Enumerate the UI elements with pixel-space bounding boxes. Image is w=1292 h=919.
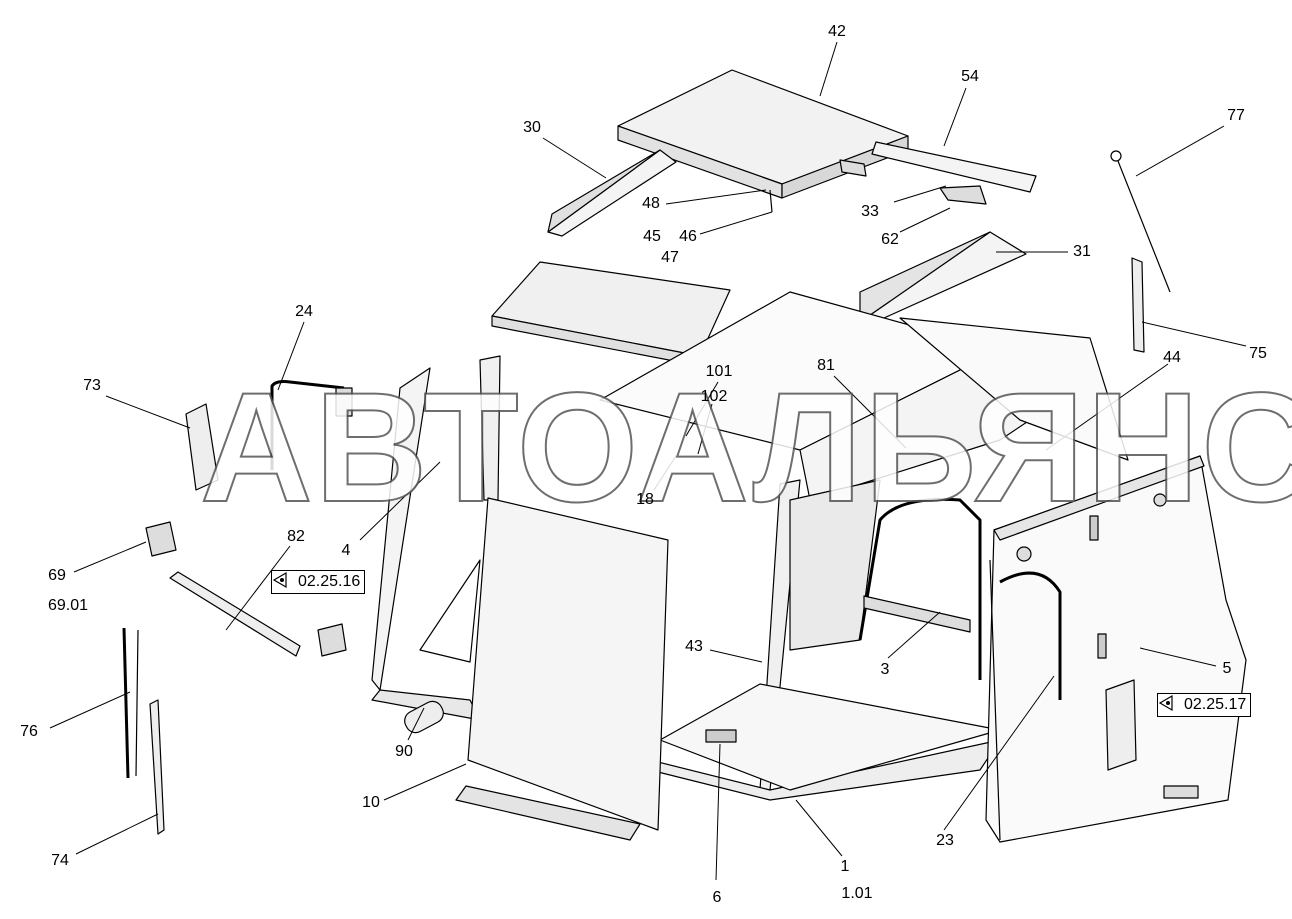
- callout-1-01: 1.01: [841, 885, 873, 902]
- callout-77: 77: [1227, 107, 1245, 124]
- reference-arrow-icon: [1158, 694, 1173, 712]
- callout-62: 62: [881, 231, 899, 248]
- callout-82: 82: [287, 528, 305, 545]
- callout-31: 31: [1073, 243, 1091, 260]
- reference-box-02-25-17[interactable]: 02.25.17: [1157, 693, 1252, 717]
- callout-5: 5: [1222, 660, 1232, 677]
- reference-label: 02.25.17: [1184, 696, 1247, 713]
- callout-42: 42: [828, 23, 846, 40]
- callout-30: 30: [523, 119, 541, 136]
- callout-54: 54: [961, 68, 979, 85]
- callout-69-01: 69.01: [47, 597, 89, 614]
- front-glass: [455, 497, 669, 841]
- callout-44: 44: [1163, 349, 1181, 366]
- callout-24: 24: [295, 303, 313, 320]
- callout-101: 101: [705, 363, 733, 380]
- callout-43: 43: [685, 638, 703, 655]
- roof-brackets: [769, 159, 987, 213]
- callout-6: 6: [712, 889, 722, 906]
- roof-panel: [617, 69, 909, 199]
- seat-frame: [789, 479, 982, 680]
- callout-18: 18: [636, 491, 654, 508]
- callout-74: 74: [51, 852, 69, 869]
- callout-102: 102: [700, 388, 728, 405]
- callout-73: 73: [83, 377, 101, 394]
- cab-top-frame: [491, 261, 1129, 501]
- reference-arrow-icon: [272, 571, 287, 589]
- side-parts: [122, 380, 444, 835]
- callout-48: 48: [642, 195, 660, 212]
- callout-1: 1: [840, 858, 850, 875]
- callout-90: 90: [395, 743, 413, 760]
- reference-box-02-25-16[interactable]: 02.25.16: [271, 570, 366, 594]
- callout-45: 45: [643, 228, 661, 245]
- gas-strut: [1110, 150, 1171, 353]
- right-door: [985, 455, 1247, 843]
- watermark-text: АВТОАЛЬЯНС: [199, 361, 1292, 535]
- callout-81: 81: [817, 357, 835, 374]
- callout-33: 33: [861, 203, 879, 220]
- callout-69: 69: [48, 567, 66, 584]
- leader-lines: [49, 41, 1247, 881]
- callout-75: 75: [1249, 345, 1267, 362]
- callout-47: 47: [661, 249, 679, 266]
- callout-23: 23: [936, 832, 954, 849]
- callout-3: 3: [880, 661, 890, 678]
- callout-76: 76: [20, 723, 38, 740]
- callout-4: 4: [341, 542, 351, 559]
- callout-10: 10: [362, 794, 380, 811]
- callout-46: 46: [679, 228, 697, 245]
- reference-label: 02.25.16: [298, 573, 361, 590]
